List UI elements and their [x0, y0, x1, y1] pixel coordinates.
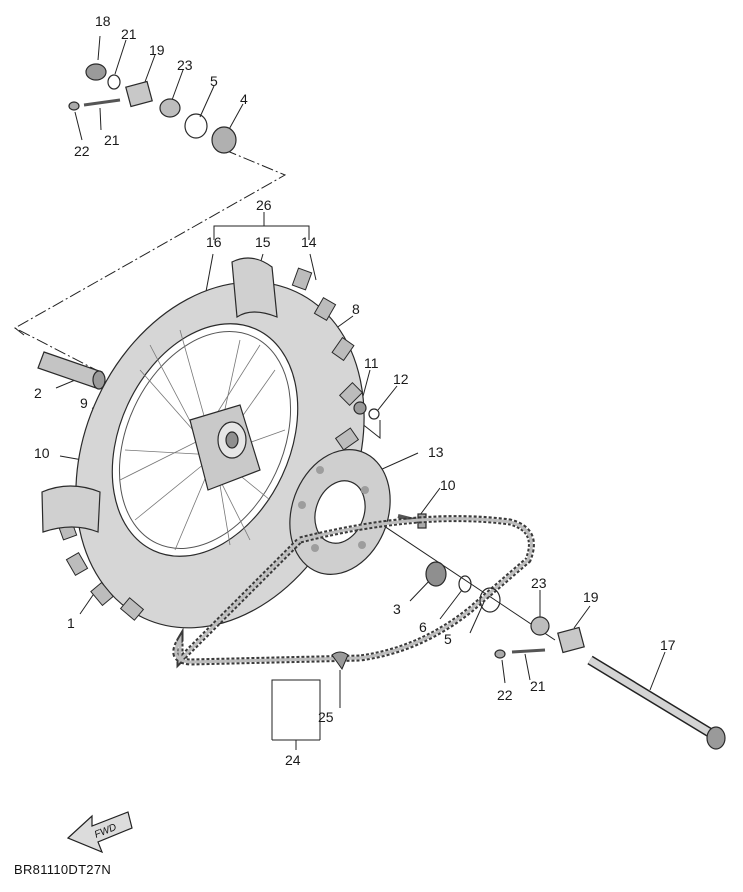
part-label-7: 8 — [352, 301, 360, 317]
nut-18-shape — [85, 63, 107, 81]
rim-band-shape — [41, 257, 278, 533]
part-label-4: 4 — [240, 91, 248, 107]
part-label-3: 3 — [393, 601, 401, 617]
circlip-20-shape — [107, 74, 121, 90]
master-link-25-shape — [331, 651, 349, 671]
part-label-24: 24 — [285, 752, 301, 768]
drive-chain-shape — [172, 515, 535, 669]
bolt-21-shape — [83, 98, 121, 107]
part-label-17: 17 — [660, 637, 676, 653]
part-label-13: 13 — [428, 444, 444, 460]
diagram-code: BR81110DT27N — [14, 862, 112, 877]
part-label-21-top: 21 — [104, 132, 120, 148]
part-label-10: 10 — [440, 477, 456, 493]
part-label-14: 14 — [301, 234, 317, 250]
part-label-21-bottom: 21 — [530, 678, 546, 694]
part-label-5-top: 5 — [210, 73, 218, 89]
part-label-18: 18 — [95, 13, 111, 29]
part-label-20: 21 — [121, 26, 137, 42]
part-label-2: 2 — [34, 385, 42, 401]
adjuster-19-shape — [125, 80, 153, 108]
part-label-19-bottom: 19 — [583, 589, 599, 605]
top-hardware-group — [68, 63, 237, 154]
part-label-16: 16 — [206, 234, 222, 250]
part-label-8: 9 — [80, 395, 88, 411]
part-label-1: 1 — [67, 615, 75, 631]
collar-23-shape — [159, 98, 181, 118]
part-label-23-top: 23 — [177, 57, 193, 73]
washer-22-shape — [68, 101, 80, 111]
part-label-15: 15 — [255, 234, 271, 250]
right-hardware-group — [425, 561, 585, 659]
collar-4-shape — [211, 126, 237, 154]
part-label-6: 6 — [419, 619, 427, 635]
part-label-9: 10 — [34, 445, 50, 461]
axle-17-shape — [587, 655, 726, 750]
seal-5-shape — [184, 113, 208, 139]
part-label-12: 12 — [393, 371, 409, 387]
part-label-25: 25 — [318, 709, 334, 725]
part-label-26: 26 — [256, 197, 272, 213]
part-labels: 18 21 19 23 5 4 22 21 26 16 15 14 8 2 9 … — [34, 13, 676, 768]
spacer-2-shape — [37, 351, 106, 390]
part-label-11: 11 — [364, 355, 379, 371]
part-label-22-top: 22 — [74, 143, 90, 159]
washer-12-shape — [368, 408, 380, 420]
part-label-19-top: 19 — [149, 42, 165, 58]
fwd-arrow-icon: FWD — [66, 811, 133, 854]
part-label-23-bottom: 23 — [531, 575, 547, 591]
nut-11-shape — [353, 401, 367, 415]
part-label-22-bottom: 22 — [497, 687, 513, 703]
part-label-5-bottom: 5 — [444, 631, 452, 647]
